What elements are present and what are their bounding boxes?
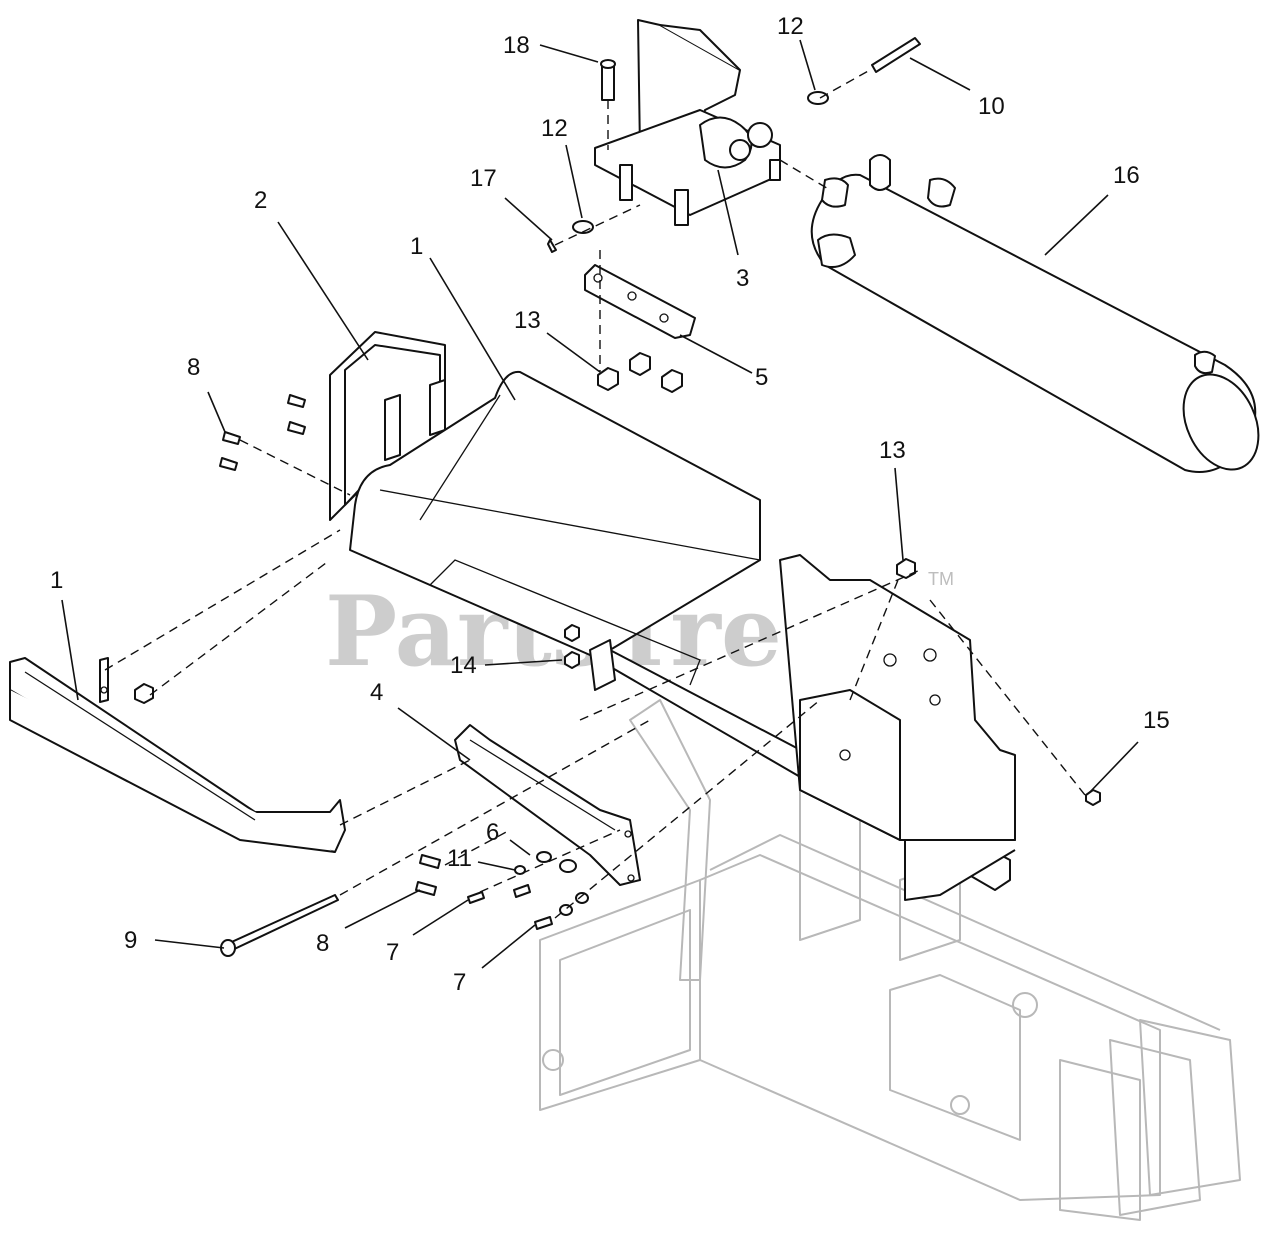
- callout-16: 16: [1113, 162, 1140, 189]
- callout-8: 8: [316, 930, 329, 957]
- callout-11: 11: [447, 845, 472, 872]
- part-2-plate: [329, 331, 446, 521]
- callout-12: 12: [777, 13, 804, 40]
- callout-8: 8: [187, 354, 200, 381]
- part-1-rail: [9, 657, 346, 853]
- callout-18: 18: [503, 32, 530, 59]
- fasteners: [134, 37, 1101, 957]
- assembly-lines: [104, 69, 1086, 919]
- callout-7: 7: [453, 969, 466, 996]
- callout-12: 12: [541, 115, 568, 142]
- callout-15: 15: [1143, 707, 1170, 734]
- callout-1: 1: [50, 567, 63, 594]
- callout-1: 1: [410, 233, 423, 260]
- part-4-lever: [454, 724, 641, 886]
- callout-9: 9: [124, 927, 137, 954]
- callout-7: 7: [386, 939, 399, 966]
- watermark-trademark: TM: [928, 569, 954, 589]
- callout-5: 5: [755, 364, 768, 391]
- part-1-tray: [349, 370, 1016, 901]
- callout-17: 17: [470, 165, 497, 192]
- callout-3: 3: [736, 265, 749, 292]
- callout-13: 13: [879, 437, 906, 464]
- part-5-plate: [584, 264, 696, 339]
- callout-14: 14: [450, 652, 477, 679]
- callouts: 18 12 10 12 17 16 2 1 3 13 5 8 13 1 14 4…: [50, 13, 1170, 996]
- callout-13: 13: [514, 307, 541, 334]
- leader-lines: [61, 39, 1139, 969]
- callout-4: 4: [370, 679, 383, 706]
- frame-ghost: [539, 699, 1241, 1221]
- callout-6: 6: [486, 819, 499, 846]
- part-16-cylinder: [810, 154, 1260, 473]
- part-3-wedge: [594, 19, 781, 226]
- callout-10: 10: [978, 93, 1005, 120]
- callout-2: 2: [254, 187, 267, 214]
